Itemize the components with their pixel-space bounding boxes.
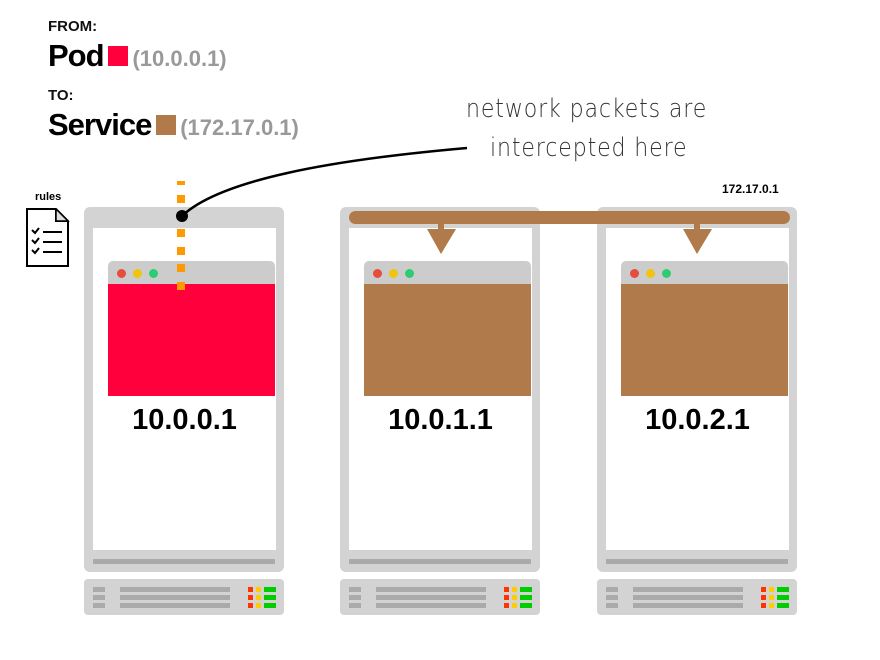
to-row: Service (172.17.0.1) — [48, 107, 299, 143]
maximize-dot-icon — [662, 269, 671, 278]
pod-ip: 10.0.1.1 — [388, 404, 493, 436]
pod-color-swatch — [108, 46, 129, 66]
status-led-icon — [777, 587, 789, 592]
status-led-icon — [256, 595, 261, 600]
node: 10.0.1.1 — [340, 207, 540, 572]
status-led-icon — [504, 595, 509, 600]
minimize-dot-icon — [389, 269, 398, 278]
maximize-dot-icon — [149, 269, 158, 278]
status-led-icon — [777, 603, 789, 608]
server-base — [597, 579, 797, 615]
from-label: FROM: — [48, 18, 98, 35]
pod-ip: 10.0.0.1 — [132, 404, 237, 436]
status-led-icon — [769, 603, 774, 608]
to-label: TO: — [48, 87, 74, 104]
status-led-icon — [761, 595, 766, 600]
from-ip: (10.0.0.1) — [132, 46, 227, 71]
rules-document-icon — [26, 208, 70, 267]
status-led-icon — [256, 587, 261, 592]
node: 10.0.2.1 — [597, 207, 797, 572]
server-base — [84, 579, 284, 615]
status-led-icon — [520, 587, 532, 592]
service-color-swatch — [155, 115, 176, 135]
node: 10.0.0.1 — [84, 207, 284, 572]
annotation-line1: network packets are — [466, 94, 708, 124]
node-bar — [606, 559, 788, 564]
status-led-icon — [777, 595, 789, 600]
node-panel: 10.0.2.1 — [606, 228, 789, 550]
pod-window — [364, 261, 531, 396]
status-led-icon — [264, 603, 276, 608]
close-dot-icon — [117, 269, 126, 278]
status-led-icon — [256, 603, 261, 608]
node-bar — [349, 559, 531, 564]
from-row: Pod (10.0.0.1) — [48, 38, 227, 74]
minimize-dot-icon — [646, 269, 655, 278]
status-led-icon — [761, 587, 766, 592]
pod-ip: 10.0.2.1 — [645, 404, 750, 436]
status-led-icon — [264, 587, 276, 592]
to-ip: (172.17.0.1) — [180, 115, 299, 140]
status-led-icon — [248, 595, 253, 600]
status-led-icon — [512, 603, 517, 608]
service-ip-label: 172.17.0.1 — [722, 182, 779, 196]
status-led-icon — [520, 595, 532, 600]
pod-content — [364, 284, 531, 396]
close-dot-icon — [373, 269, 382, 278]
annotation-line2: intercepted here — [490, 133, 688, 163]
status-led-icon — [761, 603, 766, 608]
pod-content — [621, 284, 788, 396]
status-led-icon — [248, 603, 253, 608]
status-led-icon — [769, 587, 774, 592]
annotation-pointer — [181, 146, 468, 217]
pod-window — [621, 261, 788, 396]
status-led-icon — [264, 595, 276, 600]
to-name: Service — [48, 107, 152, 142]
status-led-icon — [512, 587, 517, 592]
server-base — [340, 579, 540, 615]
node-panel: 10.0.0.1 — [93, 228, 276, 550]
status-led-icon — [520, 603, 532, 608]
status-led-icon — [248, 587, 253, 592]
node-bar — [93, 559, 275, 564]
status-led-icon — [504, 587, 509, 592]
node-panel: 10.0.1.1 — [349, 228, 532, 550]
maximize-dot-icon — [405, 269, 414, 278]
status-led-icon — [504, 603, 509, 608]
from-name: Pod — [48, 38, 105, 73]
pod-window — [108, 261, 275, 396]
minimize-dot-icon — [133, 269, 142, 278]
status-led-icon — [769, 595, 774, 600]
status-led-icon — [512, 595, 517, 600]
close-dot-icon — [630, 269, 639, 278]
pod-content — [108, 284, 275, 396]
rules-label: rules — [35, 191, 62, 203]
